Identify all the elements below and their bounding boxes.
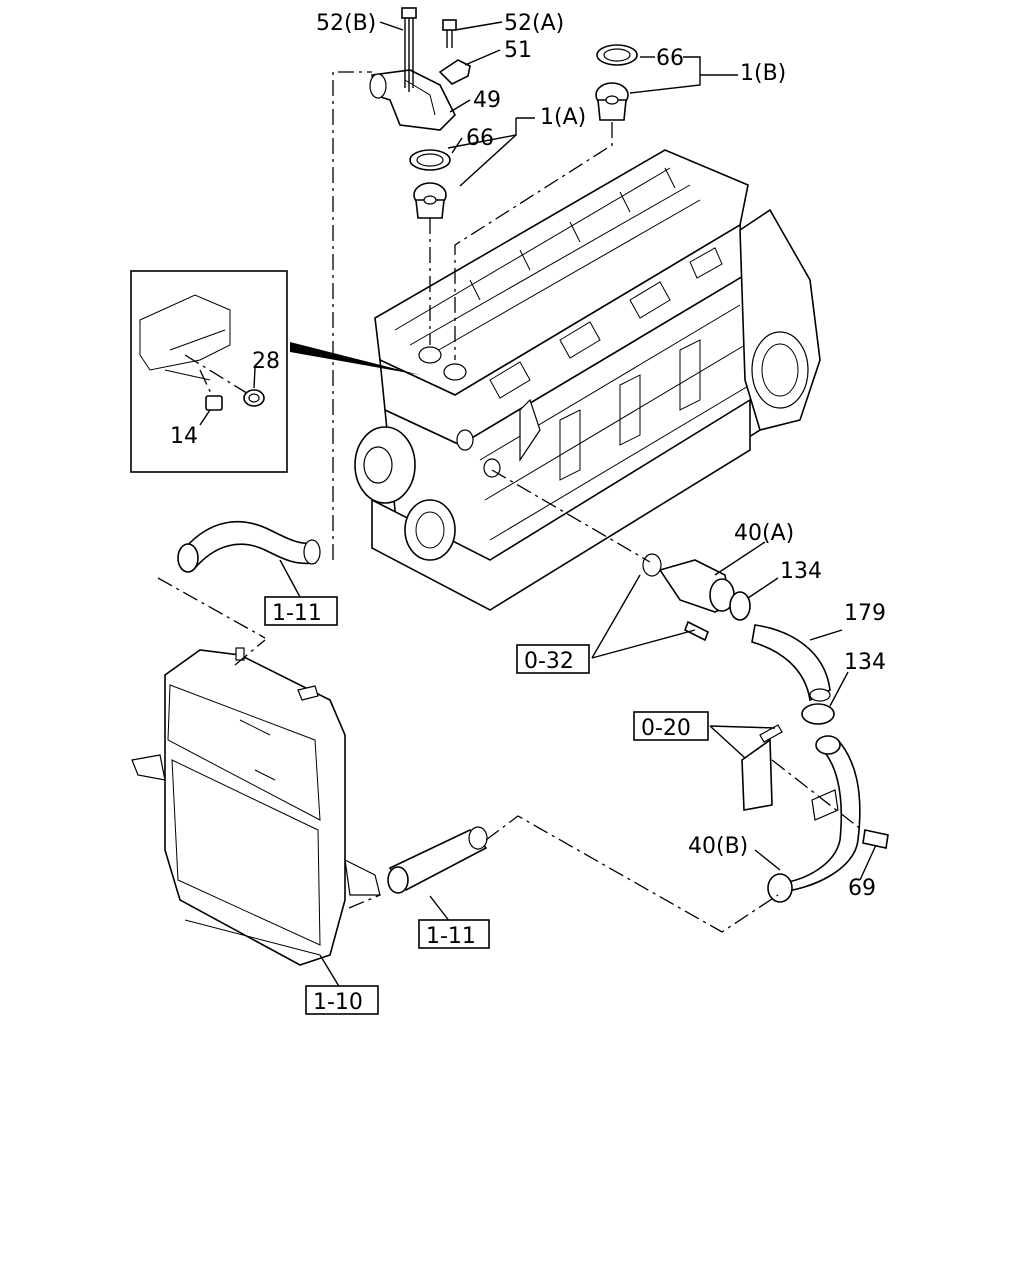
label-40b: 40(B) <box>688 834 748 859</box>
water-pipe-40b <box>767 735 861 903</box>
radiator <box>131 647 381 966</box>
label-179: 179 <box>844 601 886 626</box>
thermostat-1a <box>413 182 447 219</box>
lower-hose <box>387 826 488 894</box>
bolt-outlet <box>683 620 710 642</box>
thermostat-1b <box>595 82 629 121</box>
label-28: 28 <box>252 349 280 374</box>
label-134-top: 134 <box>780 559 822 584</box>
label-69: 69 <box>848 876 876 901</box>
ref-0-32: 0-32 <box>524 649 574 674</box>
bolt-52b <box>401 7 417 92</box>
bolt-69 <box>862 829 889 849</box>
bolt-52a <box>442 19 457 48</box>
engine-block <box>354 149 821 611</box>
ref-1-10: 1-10 <box>313 990 363 1015</box>
ref-1-11-upper: 1-11 <box>272 601 322 626</box>
ref-1-11-lower: 1-11 <box>426 924 476 949</box>
clamp-134-bot <box>801 703 835 725</box>
label-52b: 52(B) <box>316 11 376 36</box>
label-134-bot: 134 <box>844 650 886 675</box>
water-outlet-40a <box>642 553 735 613</box>
bracket-51 <box>438 59 471 85</box>
label-66-mid: 66 <box>466 126 494 151</box>
ref-0-20: 0-20 <box>641 716 691 741</box>
gasket-66-top <box>596 44 638 66</box>
reference-boxes: 1-11 0-32 0-20 1-11 1-10 <box>264 596 709 1015</box>
label-52a: 52(A) <box>504 11 564 36</box>
label-14: 14 <box>170 424 198 449</box>
label-66-top: 66 <box>656 46 684 71</box>
clamp-134-top <box>729 591 751 621</box>
plug-14 <box>205 395 223 411</box>
gasket-66-mid <box>409 149 451 171</box>
plug-28 <box>243 389 265 407</box>
callout-labels: 52(B) 52(A) 51 66 1(B) 49 1(A) 66 28 14 … <box>170 11 886 901</box>
label-51: 51 <box>504 38 532 63</box>
label-40a: 40(A) <box>734 521 794 546</box>
inset-pointer <box>290 342 420 375</box>
inset-detail <box>130 270 288 473</box>
thermostat-housing <box>369 69 456 131</box>
label-1b: 1(B) <box>740 61 786 86</box>
hose-179 <box>751 624 831 702</box>
bracket-0-20 <box>741 724 783 811</box>
leader-lines <box>157 21 877 989</box>
label-1a: 1(A) <box>540 105 586 130</box>
label-49: 49 <box>473 88 501 113</box>
upper-hose <box>177 520 321 573</box>
